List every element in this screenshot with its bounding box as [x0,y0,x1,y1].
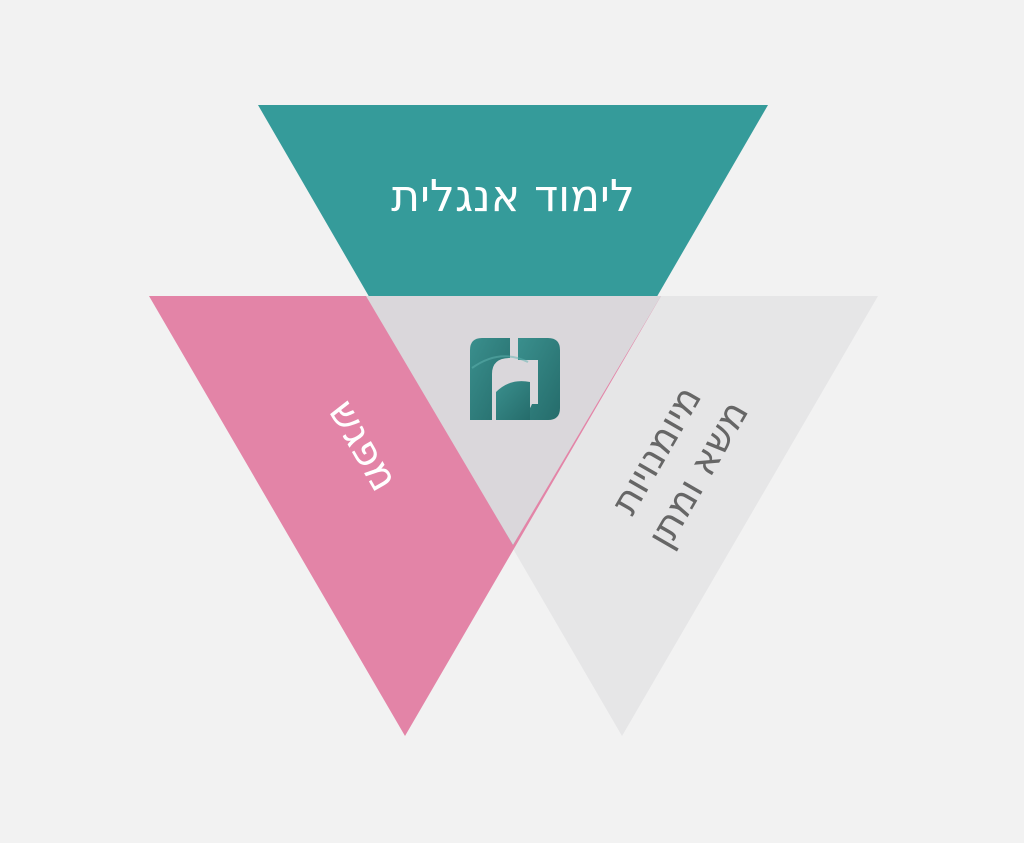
triangle-top-label: לימוד אנגלית [391,171,635,222]
triangle-overlap [366,296,661,545]
logo-icon [470,338,560,420]
